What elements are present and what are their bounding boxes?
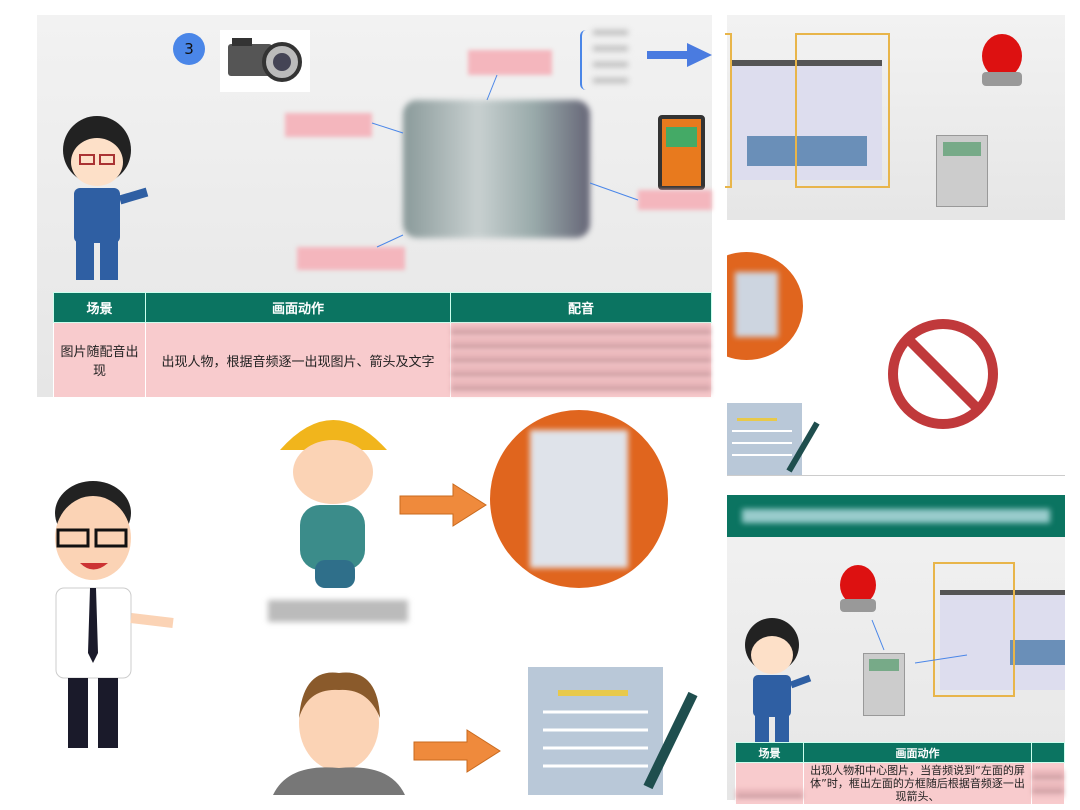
slide-title-bar (727, 495, 1065, 537)
highlight-frame (933, 562, 1015, 697)
blurred-caption (268, 600, 408, 622)
document-pen-icon (727, 403, 820, 475)
electric-meter (863, 653, 905, 716)
worker-character (745, 618, 812, 745)
person-avatar-icon (273, 672, 405, 795)
cell-action: 出现人物，根据音频逐一出现图片、箭头及文字 (145, 322, 451, 398)
blurred-text (593, 30, 628, 90)
highlight-frame-left (725, 33, 732, 188)
tester-device (658, 115, 705, 190)
divider (727, 475, 1065, 476)
alarm-beacon-icon (982, 34, 1022, 86)
connector-lines (371, 74, 639, 248)
electric-meter (936, 135, 988, 207)
brace (580, 30, 590, 90)
equipment-photo (403, 100, 590, 238)
arrow-right-icon (413, 729, 501, 773)
header-voice: 配音 (450, 292, 712, 323)
label-box (297, 247, 405, 270)
orange-circle-document (490, 410, 668, 588)
connector-lines (871, 619, 968, 664)
arrow-right-icon (647, 43, 712, 67)
cell-voice-blurred (450, 322, 712, 398)
scene-table-top: 场景画面动作配音 图片随配音出现出现人物，根据音频逐一出现图片、箭头及文字 (53, 292, 712, 398)
prohibited-icon (888, 319, 998, 429)
step-number: 3 (184, 40, 194, 58)
cell-scene-blurred (735, 762, 804, 805)
worker-helmet-character (280, 420, 387, 588)
camera-icon (220, 30, 310, 92)
presenter-character (55, 481, 174, 748)
header-action: 画面动作 (803, 742, 1032, 763)
label-box (468, 50, 552, 75)
control-panel-photo (732, 60, 882, 180)
cell-scene: 图片随配音出现 (53, 322, 146, 398)
cell-action: 出现人物和中心图片，当音频说到“左面的屏体”时，框出左面的方框随后根据音频逐一出… (803, 762, 1032, 805)
slide-panel-top-right (725, 15, 1065, 220)
arrow-right-icon (399, 483, 487, 527)
document-pen-icon (528, 667, 698, 795)
header-action: 画面动作 (145, 292, 451, 323)
scene-table-bottom: 场景画面动作 出现人物和中心图片，当音频说到“左面的屏体”时，框出左面的方框随后… (735, 742, 1065, 805)
label-box (638, 190, 712, 210)
alarm-beacon-icon (840, 565, 876, 612)
header-scene: 场景 (53, 292, 146, 323)
worker-character (63, 116, 149, 280)
step-badge: 3 (173, 33, 205, 65)
header-scene: 场景 (735, 742, 804, 763)
control-panel-photo (940, 590, 1065, 690)
label-box (285, 113, 372, 137)
highlight-frame (795, 33, 890, 188)
